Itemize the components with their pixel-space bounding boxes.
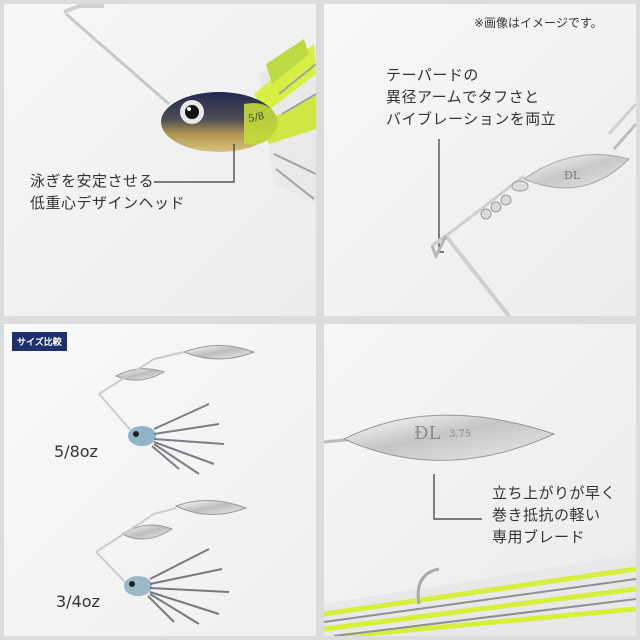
size-comparison-photo [95, 345, 256, 625]
callout-line: バイブレーションを両立 [386, 110, 557, 128]
head-callout: 泳ぎを安定させる 低重心デザインヘッド [30, 170, 185, 214]
size-badge: サイズ比較 [12, 332, 67, 351]
skirt [324, 554, 636, 636]
callout-line: 異径アームでタフさと [386, 88, 540, 106]
skirt [254, 39, 316, 204]
head-detail-panel: 5/8 泳ぎを安定させる 低重心デザインヘッド [4, 4, 316, 316]
leader-line [438, 139, 444, 253]
callout-line: 専用ブレード [492, 528, 586, 546]
willow-blade [342, 414, 556, 461]
callout-line: 立ち上がりが早く [492, 484, 617, 502]
size-label-large: 3/4oz [56, 592, 100, 611]
callout-line: 低重心デザインヘッド [30, 194, 186, 212]
arm-callout: テーパードの 異径アームでタフさと バイブレーションを両立 [386, 64, 556, 130]
head-engraving: 5/8 [247, 111, 265, 125]
wire-arm [430, 233, 511, 316]
blade-engraving: 3.75 [449, 429, 471, 440]
arm-detail-panel: ※画像はイメージです。 テーパードの 異径アームでタフさと バイブレーションを両… [324, 4, 636, 316]
lure-large [95, 499, 248, 625]
lure-head-photo: 5/8 [63, 4, 316, 204]
callout-line: 巻き抵抗の軽い [492, 506, 601, 524]
swivel [511, 180, 529, 192]
willow-blade [522, 154, 630, 189]
blade-photo: ĐL 3.75 [324, 414, 636, 636]
blade-logo: ĐL [564, 169, 581, 182]
blade-callout: 立ち上がりが早く 巻き抵抗の軽い 専用ブレード [492, 482, 616, 548]
size-comparison-panel: サイズ比較 [4, 324, 316, 636]
size-label-small: 5/8oz [54, 442, 98, 461]
lure-small [98, 345, 256, 475]
blade-detail-panel: ĐL 3.75 立ち上がりが早く 巻き抵抗の軽い 専用ブレード [324, 324, 636, 636]
wire-arm [65, 12, 170, 106]
leader-line [433, 474, 482, 520]
image-note: ※画像はイメージです。 [474, 16, 603, 30]
callout-line: 泳ぎを安定させる [30, 172, 155, 190]
leader-line [154, 144, 235, 183]
callout-line: テーパードの [386, 66, 479, 84]
arm-photo: ĐL [430, 102, 636, 316]
blade-logo: ĐL [414, 423, 441, 444]
